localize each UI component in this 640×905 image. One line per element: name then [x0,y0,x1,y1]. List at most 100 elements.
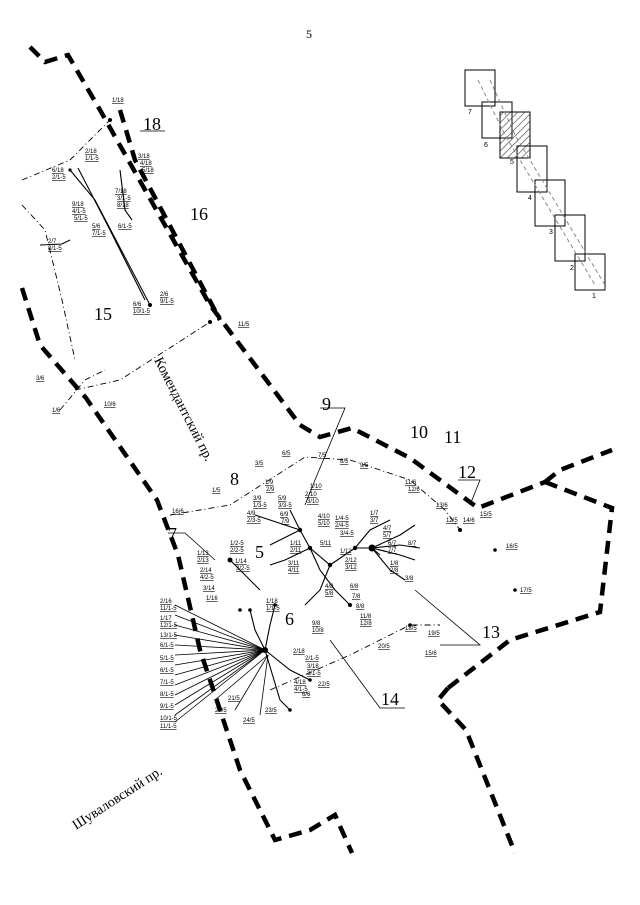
point-label: 17/5 [520,588,532,594]
point-label: 3/7 [370,518,379,524]
point-label: 1/3-5 [253,503,267,509]
point-label: 2/3-5 [247,518,261,524]
point-label: 1/12 [340,549,352,555]
point-label: 5/10 [318,521,330,527]
point-label: 4/1-5 [72,209,86,215]
point-label: 5/9 [278,496,287,502]
point-label: 1/6 [52,408,61,414]
point-label: 4/2-5 [200,575,214,581]
point-label: 3/1-5 [117,196,131,202]
point-label: 1/1-5 [266,606,280,612]
point-label: 4/10 [318,514,330,520]
sheet-label-2: 2 [570,265,574,272]
point-label: 7/1-5 [92,231,106,237]
zone-label-7: 7 [168,524,177,544]
point-label: 8/1-5 [48,246,62,252]
zone-label-12: 12 [458,462,476,482]
point-label: 8/8 [356,604,365,610]
point-label: 6/1-5 [160,643,174,649]
point-label: 2/9 [266,487,275,493]
zone-label-11: 11 [444,427,461,447]
point-label: 12/8 [360,621,372,627]
point-label: 1/10 [310,484,322,490]
point-label: 1/2-5 [230,541,244,547]
service-connections [174,604,269,723]
point-label: 1/18 [266,599,278,605]
point-label: 3/2-5 [236,566,250,572]
point-label: 11/6 [405,480,417,486]
parcel-lines [21,119,461,691]
point-label: 10/1-5 [133,309,151,315]
point-label: 9/18 [72,202,84,208]
point-label: 3/11 [288,561,300,567]
point-label: 2/6 [160,292,169,298]
point-label: 4/18 [294,680,306,686]
sheet-label-7: 7 [468,109,472,116]
sheet-index [464,69,606,291]
point-label: 21/5 [228,696,240,702]
zone-leaders [140,130,482,709]
point-label: 1/17 [160,616,172,622]
point-label: 18/5 [405,626,417,632]
point-label: 8/1-5 [160,692,174,698]
point-label: 2/1-5 [52,175,66,181]
point-label: 2/7 [48,239,57,245]
point-label: 25/5 [215,708,227,714]
sheet-label-4: 4 [528,195,532,202]
zone-label-6: 6 [285,609,294,629]
point-label: 2/14 [200,568,212,574]
point-label: 13/1-5 [160,633,178,639]
point-label: 6/9 [280,512,289,518]
point-label: 10/6 [104,402,116,408]
point-label: 7/5 [318,453,327,459]
point-label: 4/8 [325,584,334,590]
point-label: 3/8 [405,576,414,582]
point-label: 6/1-5 [160,668,174,674]
point-label: 7/9 [281,519,290,525]
point-label: 4/9 [247,511,256,517]
sheet-label-6: 6 [484,142,488,149]
zone-label-15: 15 [94,304,112,324]
point-label: 7/1-5 [160,680,174,686]
point-label: 5/8 [325,591,334,597]
point-label: 16/5 [506,544,518,550]
point-label: 2/16 [160,599,172,605]
point-label: 11/5 [238,322,250,328]
point-label: 2/8 [390,568,399,574]
point-label: 4/1-5 [294,687,308,693]
point-label: 1/14 [235,559,247,565]
point-label: 3/18 [307,664,319,670]
point-label: 8/7 [408,541,417,547]
district-boundary [19,45,615,854]
point-label: 3/1-5 [307,671,321,677]
zone-label-13: 13 [482,622,500,642]
point-label: 1/1-5 [85,156,99,162]
point-label: 4/7 [383,526,392,532]
zone-label-8: 8 [230,469,239,489]
point-label: 6/6 [302,692,311,698]
zone-label-5: 5 [255,542,264,562]
point-label: 12/1-5 [160,623,178,629]
zone-label-16: 16 [190,204,208,224]
point-label: 5/11 [320,541,332,547]
point-label: 1/16 [206,596,218,602]
zone-label-10: 10 [410,422,428,442]
point-label: 1/11 [290,541,302,547]
point-label: 11/1-5 [160,606,177,612]
point-label: 11/1-5 [160,724,177,730]
point-label: 8/5 [340,459,349,465]
point-label: 2/4-5 [335,523,349,529]
point-label: 15/5 [480,512,492,518]
point-label: 6/8 [350,584,359,590]
point-label: 3/12 [345,565,357,571]
point-label: 23/5 [265,708,277,714]
point-label: 10/1-5 [160,716,178,722]
point-label: 9/1-5 [160,299,174,305]
point-label: 3/9 [253,496,262,502]
point-label: 6/7 [388,541,397,547]
network-nodes [68,118,517,712]
point-label: 14/6 [463,518,475,524]
point-label: 12/5 [446,518,458,524]
point-label: 15/6 [425,651,437,657]
